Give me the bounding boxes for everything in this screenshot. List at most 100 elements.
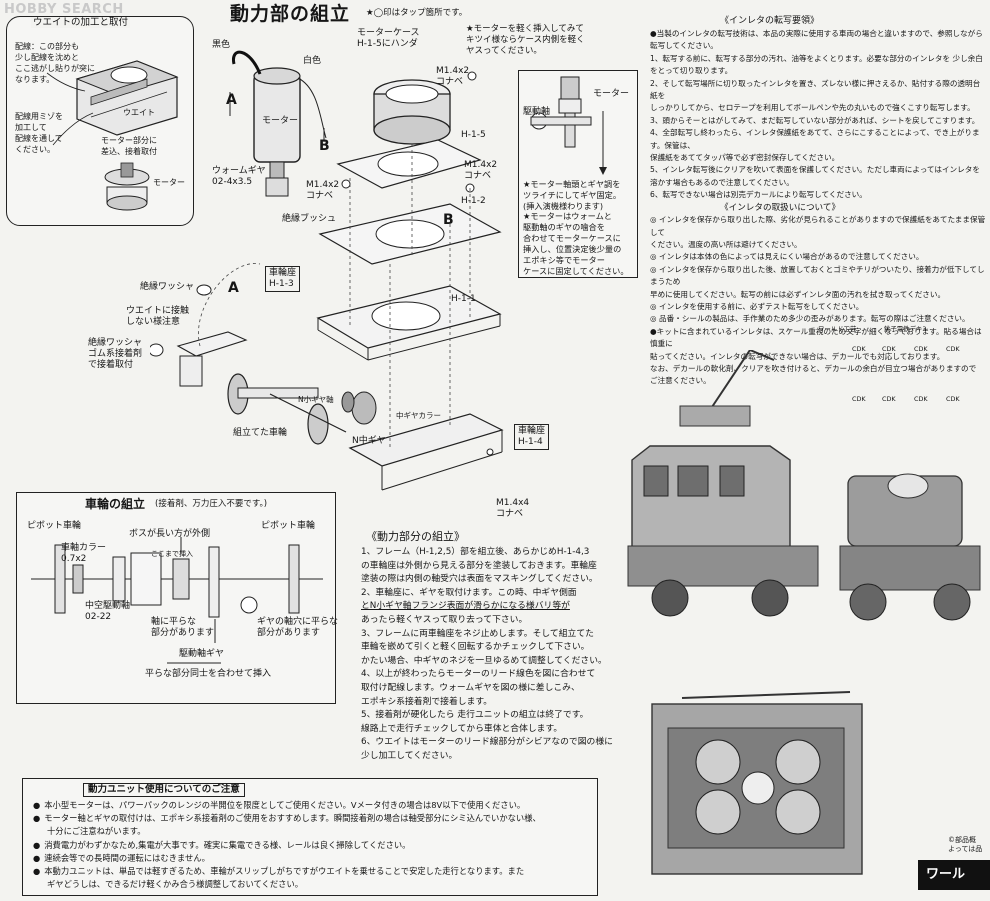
assembly-line: エポキシ系接着剤で接着します。	[361, 696, 493, 707]
exploded-assembly-diagram	[150, 50, 504, 491]
caution-title: 動力ユニット使用についてのご注意	[83, 783, 245, 797]
decal-cell: CDK	[852, 345, 866, 353]
decal-line: をとって切り取ります。	[650, 66, 733, 76]
motor-detail-motor-label: モーター	[593, 89, 630, 99]
axle-pivot-right: ピボット車輪	[261, 521, 316, 531]
assembly-line: 5、接着剤が硬化したら 走行ユニットの組立は終了です。	[361, 710, 589, 721]
decal-line: しっかりしてから、セロテープを利用してボールペンや先の丸いもので強くこすり転写し…	[650, 103, 975, 113]
decal-line: 溶かす場合もあるので注意してください。	[650, 177, 794, 187]
decal-line: 2、そして転写場所に切り取ったインレタを置き、ズレない様に押さえるか、貼付する際…	[650, 78, 981, 101]
assembly-line: 2、車輪座に、ギヤを取付けます。この時、中ギヤ側面	[361, 587, 577, 598]
label-b-top: B	[319, 138, 330, 154]
decal-cell: CDK	[852, 395, 866, 403]
assembly-line: 6、ウエイトはモーターのリード線部分がシビアなので図の様に	[361, 737, 613, 748]
axle-drive-gear: 駆動軸ギヤ	[179, 649, 225, 659]
decal-cell: CDK	[914, 345, 928, 353]
decal-handling-line: ◎ 品番・シールの製品は、手作業のため多少の歪みがあります。転写の際はご注意くだ…	[650, 314, 970, 324]
caution-item: モーター軸とギヤの取付けは、エポキシ系接着剤のご使用をおすすめします。瞬間接着剤…	[33, 812, 593, 825]
decal-cell: CDK	[882, 345, 896, 353]
copyright-note: ©部品概 よっては品	[948, 836, 983, 853]
motor-case-illustration	[373, 79, 451, 145]
axle-gear-flat: ギヤの軸穴に平らな 部分があります	[257, 617, 339, 638]
axle-illustration	[31, 537, 323, 664]
decal-handling-line: ◎ インレタを使用する前に、必ずテスト転写をしてください。	[650, 301, 864, 311]
assembly-line: の車輪座は外側から見える部分を塗装しておきます。車輪座	[361, 560, 597, 571]
power-unit-photo	[839, 473, 981, 621]
decal-text: ●当製のインレタの転写技術は、本品の実際に使用する車両の場合と違いますので、参照…	[650, 28, 986, 388]
label-h15: H-1-5	[461, 130, 486, 140]
axle-pivot-left: ピボット車輪	[27, 521, 82, 531]
decal-handling-line: 貼ってください。インレタの転写ができない場合は、デカールでも対応しております。	[650, 351, 945, 361]
locomotive-photo	[627, 350, 819, 617]
assembly-line: 塗装の際は内側の軸受穴は表面をマスキングしてください。	[361, 574, 598, 585]
decal-cell: CDK	[914, 395, 928, 403]
label-washer: 絶縁ワッシャ	[140, 282, 195, 292]
assembly-line: 取付け配線します。ウォームギヤを図の様に差しこみ、	[361, 682, 580, 693]
motor-illustration	[232, 50, 327, 197]
decal-handling-line: 早めに使用してください。転写の前には必ずインレタ面の汚れを拭き取ってください。	[650, 289, 946, 299]
motor-detail-note1: ★モーター軸頭とギヤ調を ツライチにしてギヤ固定。 (挿入演機様わります)	[523, 179, 622, 211]
label-n-mid-gear: N中ギヤ	[352, 436, 386, 446]
decal-cell: CDK	[882, 395, 896, 403]
decal-handling-line: なお、デカールの軟化剤、クリアを吹き付けると、デカールの余白が目立つ場合がありま…	[650, 363, 977, 373]
brand-text: ワール	[926, 867, 966, 882]
assembly-line: 車輪を嵌めて引くと軽く回転するかチェックして下さい。	[361, 642, 590, 653]
tap-note: ★◯印はタップ箇所です。	[366, 8, 468, 18]
label-m14x2-a: M1.4x2 コナベ	[436, 66, 470, 87]
label-motor-case: モーターケース H-1-5にハンダ	[357, 28, 420, 49]
motor-detail-drive-shaft: 駆動軸	[523, 107, 551, 117]
main-title: 動力部の組立	[230, 3, 351, 25]
axle-flat-part: 軸に平らな 部分があります	[151, 617, 215, 638]
axle-subtitle: (接着剤、万力圧入不要です。)	[155, 499, 268, 509]
decal-handling-line: ご注意ください。	[650, 376, 711, 386]
chassis-top-photo	[651, 691, 863, 875]
label-mid-gear-collar: 中ギヤカラー	[396, 411, 441, 420]
axle-here-insert: ここまで挿入	[151, 550, 193, 558]
brand-bar: ワール	[918, 860, 990, 890]
weight-box-title: ウエイトの加工と取付	[31, 17, 131, 28]
decal-handling-line: ください。温度の高い所は避けてください。	[650, 239, 802, 249]
axle-collar: 車軸カラー 0.7x2	[61, 543, 107, 564]
decal-handling-line: ◎ インレタは本体の色によっては見えにくい場合があるので注意してください。	[650, 252, 924, 262]
caution-item: 本動力ユニットは、単品では軽すぎるため、車輪がスリップしがちですがウエイトを乗せ…	[33, 865, 593, 878]
decal-line: ●当製のインレタの転写技術は、本品の実際に使用する車両の場合と違いますので、参照…	[650, 29, 983, 51]
groove-note: 配線用ミゾを 加工して 配線を通して ください。	[15, 112, 63, 154]
decal-line: 6、転写できない場合は別売デカールにより転写してください。	[650, 190, 867, 200]
label-a-mid: A	[228, 280, 239, 296]
assembly-line: かたい場合、中ギヤのネジを一旦ゆるめて調整してください。	[361, 655, 607, 666]
caution-list: 本小型モーターは、パワーパックのレンジの半開位を限度としてご使用ください。Vメー…	[33, 799, 593, 891]
caution-item: 本小型モーターは、パワーパックのレンジの半開位を限度としてご使用ください。Vメー…	[33, 799, 593, 812]
caution-item-cont: 十分にご注意ねがいます。	[47, 826, 146, 837]
label-a-top: A	[226, 92, 237, 108]
assembly-line: あったら軽くヤスって取り去って下さい。	[361, 614, 528, 625]
caution-item: 連続会等での長時間の運転にはむきません。	[33, 852, 593, 865]
decal-cell: CDK	[946, 345, 960, 353]
label-b-mid: B	[443, 212, 454, 228]
decal-line: 5、インレタ転写後にクリアを吹いて表面を保護してください。ただし車両によってはイ…	[650, 165, 980, 175]
label-h12: H-1-2	[461, 196, 486, 206]
label-weight-contact: ウエイトに接触 しない様注意	[126, 306, 190, 327]
decal-line: 保護紙をあててタッパ等で必ず密封保存してください。	[650, 153, 840, 163]
decal-line: 3、頭からそーとはがしてみて、まだ転写していない部分があれば、シートを戻してこす…	[650, 115, 980, 125]
assembly-title: 《動力部分の組立》	[366, 530, 465, 543]
decal-handling-line: ◎ インレタを保存から取り出した際、劣化が見られることがありますので保護紙をあて…	[650, 215, 986, 237]
motor-insert-note: ★モーターを軽く挿入してみて キツイ様ならケース内側を軽く ヤスってください。	[466, 24, 585, 56]
assembly-line: 少し加工してください。	[361, 750, 458, 761]
label-motor: モーター	[262, 116, 299, 126]
label-h11: H-1-1	[451, 294, 476, 304]
assembly-line: 4、以上が終わったらモーターのリード線色を図に合わせて	[361, 669, 596, 680]
label-washer-rubber: 絶縁ワッシャ ゴム系接着剤 で接着取付	[88, 338, 143, 370]
assembly-line: 線路上で走行チェックしてから車体と合体します。	[361, 723, 563, 734]
axle-boss: ボスが長い方が外側	[129, 529, 211, 539]
decal-handling-title: 《インレタの取扱いについて》	[720, 202, 841, 213]
weight-note: 配線：この部分も 少し配線を沈めと ここ逃がし貼りが突に なります。	[15, 42, 95, 84]
assembly-line: 3、フレームに両車輪座をネジ止めします。そして組立てた	[361, 628, 594, 639]
weight-label: ウエイト	[123, 108, 155, 117]
label-assembled-wheel: 組立てた車輪	[233, 428, 288, 438]
label-m14x2-c: M1.4x2 コナベ	[306, 180, 340, 201]
decal-cell: CDK	[946, 395, 960, 403]
caution-item-cont: ギヤどうしは、できるだけ軽くかみ合う様調整しておいてください。	[47, 879, 304, 890]
assembly-text: 1、フレーム（H-1,2,5）部を組立後、あらかじめH-1-4,3 の車輪座は外…	[361, 546, 627, 764]
motor-detail-note2: ★モーターはウォームと 駆動軸のギヤの噛合を 合わせてモーターケースに 挿入し、…	[523, 211, 629, 276]
label-wheel-base-13: 車輪座 H-1-3	[265, 266, 301, 292]
